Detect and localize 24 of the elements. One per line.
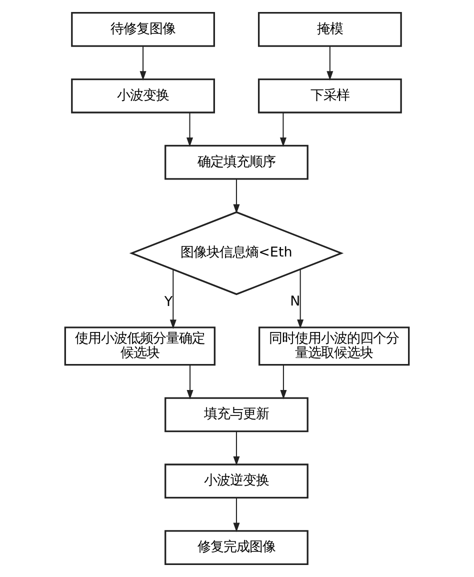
node-box: 填充与更新 <box>164 397 308 432</box>
node-diamond: 图像块信息熵<Eth <box>129 211 344 296</box>
arrow <box>280 364 287 400</box>
arrow <box>233 179 240 214</box>
node-box: 待修复图像 <box>71 12 215 47</box>
arrow <box>140 46 146 80</box>
arrow <box>186 364 194 400</box>
arrow <box>233 498 240 532</box>
node-box: 下采样 <box>258 78 402 114</box>
node-box: 使用小波低频分量确定候选块 <box>64 326 216 366</box>
node-box: 掩模 <box>258 12 402 47</box>
node-box: 同时使用小波的四个分量选取候选块 <box>258 326 410 366</box>
arrow <box>186 112 194 147</box>
arrow <box>297 269 304 329</box>
node-box: 修复完成图像 <box>164 530 308 565</box>
node-box: 小波变换 <box>71 78 215 114</box>
node-box: 小波逆变换 <box>164 464 308 499</box>
arrow <box>326 46 334 80</box>
edge-label: N <box>290 293 300 310</box>
arrow <box>170 270 176 329</box>
edge-label: Y <box>164 294 173 310</box>
arrow <box>233 431 240 466</box>
arrow <box>280 112 286 147</box>
node-box: 确定填充顺序 <box>164 144 308 180</box>
